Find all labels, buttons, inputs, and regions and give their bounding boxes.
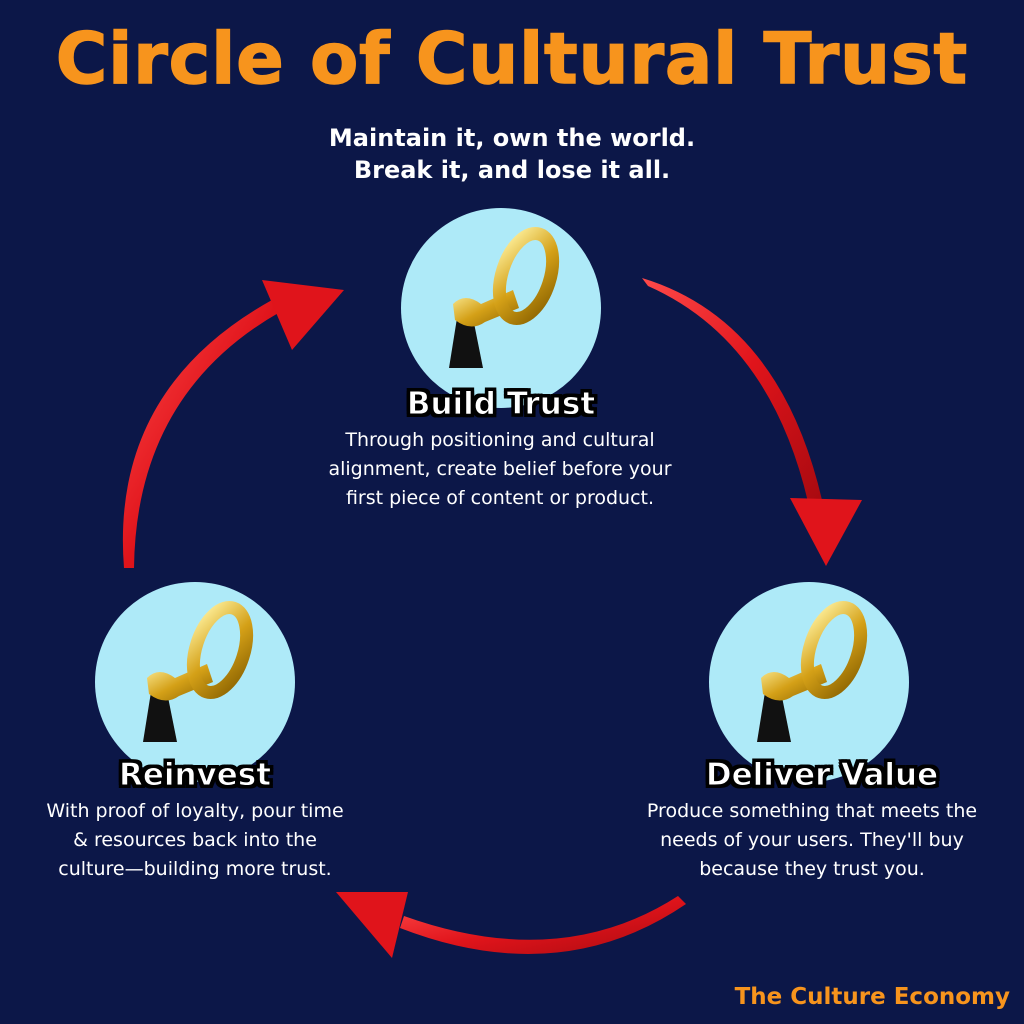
node-desc-build-trust: Through positioning and cultural alignme…	[300, 426, 700, 513]
desc-line: culture—building more trust.	[58, 858, 332, 880]
brand-footer: The Culture Economy	[734, 984, 1010, 1010]
desc-line: Through positioning and cultural	[345, 429, 655, 451]
desc-line: With proof of loyalty, pour time	[46, 800, 344, 822]
subtitle-line-1: Maintain it, own the world.	[328, 124, 696, 152]
node-desc-deliver-value: Produce something that meets the needs o…	[612, 797, 1012, 884]
arrow-deliver-to-reinvest	[336, 892, 686, 958]
key-in-keyhole-icon	[757, 601, 868, 742]
desc-line: because they trust you.	[699, 858, 925, 880]
desc-line: & resources back into the	[73, 829, 317, 851]
node-circle-reinvest	[95, 582, 295, 782]
desc-line: first piece of content or product.	[345, 487, 655, 509]
node-circle-deliver-value	[709, 582, 909, 782]
node-label-deliver-value: Deliver Value	[705, 757, 939, 794]
node-circle-build-trust	[401, 208, 601, 408]
node-desc-reinvest: With proof of loyalty, pour time & resou…	[10, 797, 380, 884]
arrow-reinvest-to-build	[122, 280, 344, 568]
arrow-build-to-deliver	[642, 278, 862, 566]
diagram-title: Circle of Cultural Trust	[55, 17, 969, 101]
desc-line: alignment, create belief before your	[328, 458, 672, 480]
subtitle-line-2: Break it, and lose it all.	[353, 156, 671, 184]
node-label-reinvest: Reinvest	[118, 757, 272, 794]
subtitle: Maintain it, own the world. Break it, an…	[0, 122, 1024, 186]
key-in-keyhole-icon	[143, 601, 254, 742]
key-in-keyhole-icon	[449, 227, 560, 368]
desc-line: Produce something that meets the	[646, 800, 978, 822]
node-label-build-trust: Build Trust	[406, 386, 596, 423]
desc-line: needs of your users. They'll buy	[660, 829, 964, 851]
